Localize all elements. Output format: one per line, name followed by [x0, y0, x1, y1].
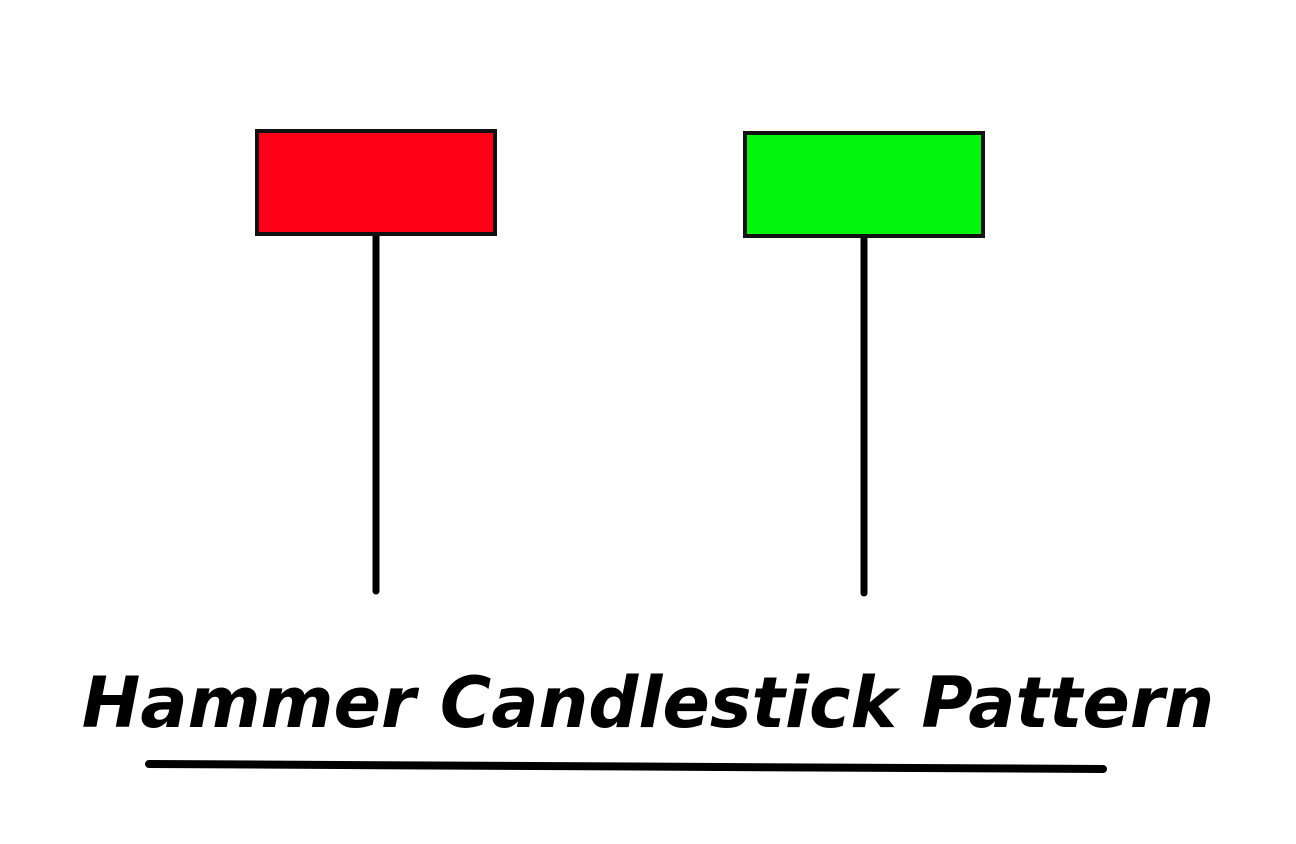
green-hammer-candle: [743, 131, 985, 597]
red-hammer-body: [255, 129, 497, 236]
green-hammer-body: [743, 131, 985, 238]
title-underline: [145, 760, 1107, 773]
red-hammer-candle: [255, 129, 497, 595]
diagram-title: Hammer Candlestick Pattern: [81, 662, 1215, 744]
